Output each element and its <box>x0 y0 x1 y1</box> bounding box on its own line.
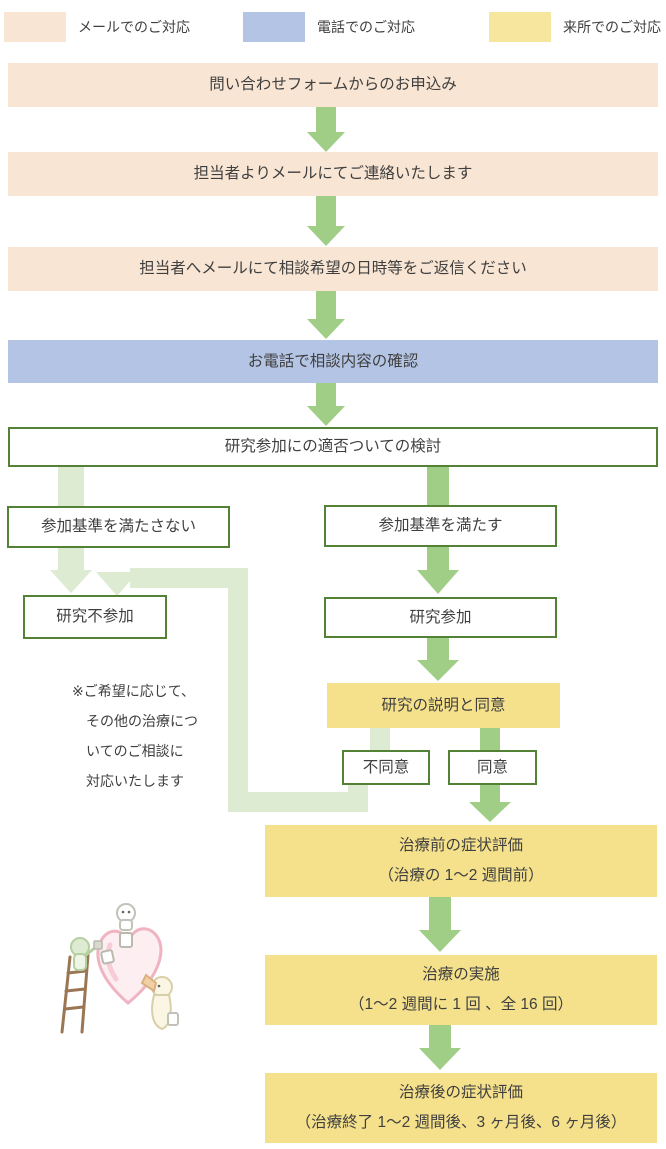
no-participation-box: 研究不参加 <box>23 595 167 639</box>
arrow-down-icon <box>307 196 345 246</box>
step-send-schedule-box: 担当者へメールにて相談希望の日時等をご返信ください <box>8 247 658 291</box>
pre-treatment-timing: （治療の 1～2 週間前） <box>378 867 544 884</box>
arrow-down-icon <box>469 785 511 822</box>
figure-ladder-icon <box>70 937 103 971</box>
arrow-down-icon <box>307 291 345 339</box>
consent-box: 研究の説明と同意 <box>327 683 560 728</box>
step-reply-box: 担当者よりメールにてご連絡いたします <box>8 152 658 196</box>
disagree-box: 不同意 <box>342 750 430 785</box>
step-review-box: 研究参加にの適否ついての検討 <box>8 427 658 467</box>
legend-label-phone: 電話でのご対応 <box>317 19 415 35</box>
agree-box: 同意 <box>448 750 537 785</box>
step-phone-check-box: お電話で相談内容の確認 <box>8 340 658 383</box>
pre-treatment-title: 治療前の症状評価 <box>398 837 523 854</box>
arrow-down-icon <box>307 383 345 426</box>
arrow-down-icon <box>419 897 461 952</box>
arrow-down-icon <box>417 638 459 681</box>
participation-box: 研究参加 <box>324 597 557 638</box>
phone-color-swatch <box>243 12 305 42</box>
figure-top-icon <box>116 903 136 931</box>
arrow-down-icon <box>50 548 92 593</box>
branch-band-left <box>58 467 84 507</box>
legend-label-mail: メールでのご対応 <box>78 19 190 35</box>
consent-band-disagree <box>370 728 390 751</box>
arrow-down-icon <box>419 1025 461 1070</box>
legend-item-mail: メールでのご対応 <box>4 12 190 42</box>
arrow-down-icon <box>417 547 459 594</box>
note-line: ※ご希望に応じて、 <box>72 683 196 699</box>
legend-label-visit: 来所でのご対応 <box>563 19 661 35</box>
arrow-down-icon <box>96 572 138 596</box>
treatment-title: 治療の実施 <box>422 966 500 983</box>
legend-item-visit: 来所でのご対応 <box>489 12 661 42</box>
visit-color-swatch <box>489 12 551 42</box>
branch-band-right <box>427 467 449 506</box>
post-treatment-box: 治療後の症状評価 （治療終了 1～2 週間後、3 ヶ月後、6 ヶ月後） <box>265 1073 657 1143</box>
treatment-box: 治療の実施 （1～2 週間に 1 回 、全 16 回） <box>265 955 657 1025</box>
step-apply-box: 問い合わせフォームからのお申込み <box>8 63 658 107</box>
eligible-box: 参加基準を満たす <box>324 505 557 547</box>
note-line: その他の治療につ <box>86 713 198 729</box>
ladder-icon <box>60 953 90 1034</box>
treatment-timing: （1～2 週間に 1 回 、全 16 回） <box>349 996 573 1013</box>
post-treatment-timing: （治療終了 1～2 週間後、3 ヶ月後、6 ヶ月後） <box>295 1114 627 1131</box>
note-line: 対応いたします <box>86 773 184 789</box>
figure-right-icon <box>140 973 179 1031</box>
patch-icon <box>100 932 133 965</box>
heart-care-illustration <box>60 903 179 1034</box>
legend-item-phone: 電話でのご対応 <box>243 12 415 42</box>
mail-color-swatch <box>4 12 66 42</box>
post-treatment-title: 治療後の症状評価 <box>398 1084 523 1101</box>
arrow-down-icon <box>307 107 345 152</box>
note-line: いてのご相談に <box>86 743 184 759</box>
pre-treatment-box: 治療前の症状評価 （治療の 1～2 週間前） <box>265 825 657 897</box>
consent-band-agree <box>480 728 500 751</box>
not-eligible-box: 参加基準を満たさない <box>7 506 230 548</box>
disagree-return-path <box>130 568 368 812</box>
